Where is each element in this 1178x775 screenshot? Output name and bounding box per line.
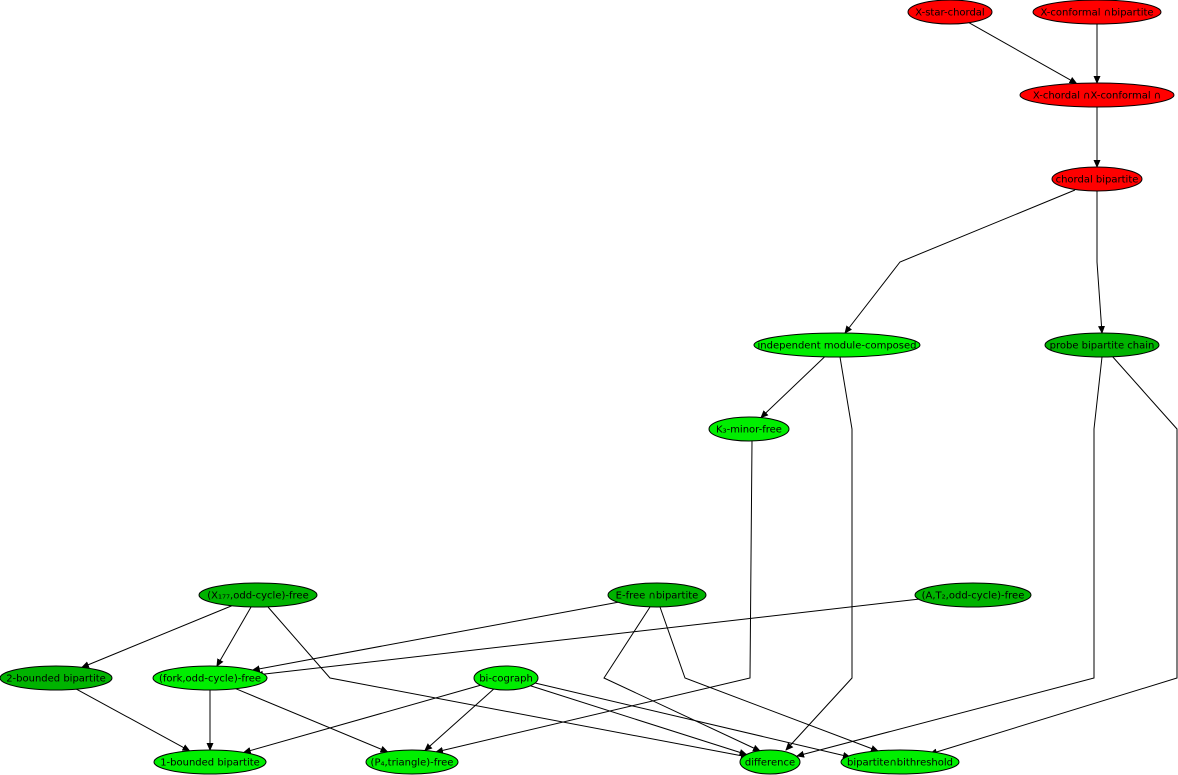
- node-a-t2-odd[interactable]: (A,T₂,odd-cycle)-free: [914, 582, 1032, 608]
- edge-x177_odd-to-fork_odd: [216, 606, 252, 667]
- node-p4-triangle[interactable]: (P₄,triangle)-free: [365, 749, 459, 775]
- edge-bi_cograph-to-bip_bithreshold: [534, 682, 851, 759]
- node-difference[interactable]: difference: [739, 749, 801, 775]
- node-label: K₃-minor-free: [716, 425, 782, 436]
- edge-e_free_bip-to-difference: [603, 606, 761, 752]
- node-bip-bithreshold[interactable]: bipartite∩bithreshold: [840, 749, 960, 775]
- node-x-star-chordal[interactable]: X-star-chordal: [907, 0, 993, 25]
- edge-x177_odd-to-difference: [267, 606, 749, 760]
- node-label: (X₁₇₇,odd-cycle)-free: [207, 591, 308, 602]
- node-label: chordal bipartite: [1056, 175, 1139, 186]
- edge-indep_module-to-difference: [785, 356, 853, 751]
- node-ellipse[interactable]: [914, 582, 1032, 608]
- node-x177-odd[interactable]: (X₁₇₇,odd-cycle)-free: [198, 582, 318, 608]
- node-ellipse[interactable]: [907, 0, 993, 25]
- node-one-bounded-bip[interactable]: 1-bounded bipartite: [153, 749, 267, 775]
- node-label: bi-cograph: [479, 674, 533, 685]
- node-label: 2-bounded bipartite: [6, 674, 106, 685]
- node-ellipse[interactable]: [1019, 82, 1175, 108]
- node-ellipse[interactable]: [1051, 166, 1143, 192]
- edge-e_free_bip-to-fork_odd: [251, 601, 619, 673]
- node-ellipse[interactable]: [365, 749, 459, 775]
- node-label: (P₄,triangle)-free: [371, 758, 454, 769]
- node-fork-odd[interactable]: (fork,odd-cycle)-free: [152, 665, 268, 691]
- node-ellipse[interactable]: [1044, 332, 1160, 358]
- edges-layer: [76, 22, 1178, 760]
- edge-probe_bip_chain-to-bip_bithreshold: [929, 355, 1178, 756]
- node-x-chordal-x-conf[interactable]: X-chordal ∩X-conformal ∩: [1019, 82, 1175, 108]
- node-chordal-bipartite[interactable]: chordal bipartite: [1051, 166, 1143, 192]
- node-label: independent module-composed: [757, 341, 916, 352]
- edge-bi_cograph-to-p4_triangle: [424, 688, 494, 752]
- node-ellipse[interactable]: [840, 749, 960, 775]
- node-ellipse[interactable]: [473, 665, 539, 691]
- node-ellipse[interactable]: [708, 416, 790, 442]
- node-ellipse[interactable]: [152, 665, 268, 691]
- node-label: difference: [745, 758, 795, 769]
- node-ellipse[interactable]: [198, 582, 318, 608]
- edge-a_t2_odd-to-fork_odd: [255, 598, 921, 678]
- node-label: (A,T₂,odd-cycle)-free: [922, 591, 1025, 602]
- node-label: X-conformal ∩bipartite: [1040, 8, 1153, 19]
- edge-two_bounded_bip-to-one_bounded_bip: [76, 688, 191, 752]
- node-ellipse[interactable]: [753, 332, 921, 358]
- edge-chordal_bipartite-to-indep_module: [844, 189, 1076, 334]
- edge-bi_cograph-to-one_bounded_bip: [242, 684, 481, 754]
- node-indep-module[interactable]: independent module-composed: [753, 332, 921, 358]
- node-label: 1-bounded bipartite: [160, 758, 260, 769]
- node-label: X-chordal ∩X-conformal ∩: [1033, 91, 1161, 102]
- edge-x177_odd-to-two_bounded_bip: [80, 605, 233, 668]
- node-label: E-free ∩bipartite: [616, 591, 699, 602]
- node-e-free-bip[interactable]: E-free ∩bipartite: [607, 582, 707, 608]
- edge-fork_odd-to-p4_triangle: [235, 688, 389, 753]
- edge-x_star_chordal-to-x_chordal_x_conf: [968, 22, 1078, 84]
- node-ellipse[interactable]: [153, 749, 267, 775]
- node-bi-cograph[interactable]: bi-cograph: [473, 665, 539, 691]
- node-k3-minor-free[interactable]: K₃-minor-free: [708, 416, 790, 442]
- edge-bi_cograph-to-difference: [530, 685, 748, 756]
- edge-indep_module-to-k3_minor_free: [760, 356, 825, 419]
- node-label: X-star-chordal: [915, 8, 984, 19]
- node-ellipse[interactable]: [1032, 0, 1162, 25]
- edge-probe_bip_chain-to-difference: [796, 356, 1103, 758]
- node-label: (fork,odd-cycle)-free: [159, 674, 261, 685]
- node-label: probe bipartite chain: [1050, 341, 1155, 352]
- node-two-bounded-bip[interactable]: 2-bounded bipartite: [0, 665, 113, 691]
- edge-e_free_bip-to-bip_bithreshold: [659, 606, 879, 752]
- edge-k3_minor_free-to-p4_triangle: [435, 440, 753, 754]
- node-ellipse[interactable]: [607, 582, 707, 608]
- node-ellipse[interactable]: [0, 665, 113, 691]
- node-ellipse[interactable]: [739, 749, 801, 775]
- edge-chordal_bipartite-to-probe_bip_chain: [1096, 191, 1105, 334]
- node-probe-bip-chain[interactable]: probe bipartite chain: [1044, 332, 1160, 358]
- node-x-conformal-bip[interactable]: X-conformal ∩bipartite: [1032, 0, 1162, 25]
- node-label: bipartite∩bithreshold: [847, 758, 953, 769]
